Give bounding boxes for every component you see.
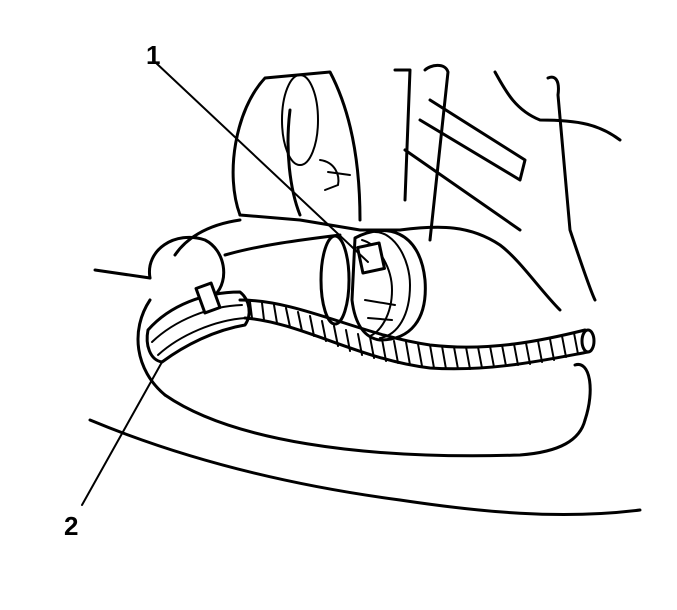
wiring-harness [238, 298, 596, 371]
hose-clamp-2 [145, 281, 251, 364]
callout-2-leader [81, 361, 163, 506]
callout-1-leader [154, 61, 369, 263]
upper-hose [223, 233, 351, 326]
hose-clamp-1 [350, 229, 427, 342]
engine-background [231, 63, 622, 312]
callout-2-label: 2 [64, 511, 78, 541]
callout-1-label: 1 [146, 40, 160, 70]
lower-radiator-hose [88, 218, 642, 517]
